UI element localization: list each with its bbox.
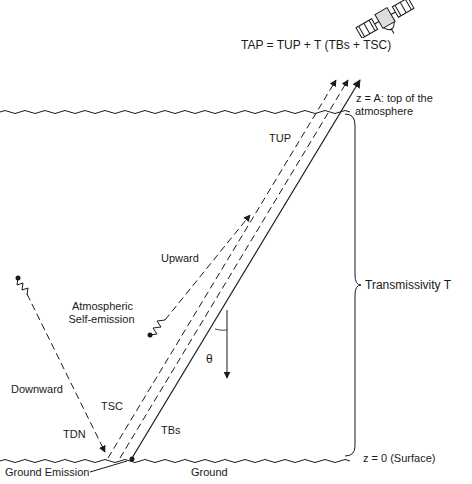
angle-arc xyxy=(215,329,227,330)
downward-zigzag xyxy=(17,278,28,295)
direction-label: Downward xyxy=(10,383,64,396)
quantity-label: TSC xyxy=(100,400,124,413)
quantity-label: TBs xyxy=(160,424,182,437)
ground-emission-beam-line xyxy=(132,80,360,458)
beam-line xyxy=(120,80,348,458)
upward-ray xyxy=(165,215,250,320)
vertical-reference xyxy=(227,310,228,378)
equation-label: TAP = TUP + T (TBs + TSC) xyxy=(240,38,392,52)
quantity-label: TUP xyxy=(268,132,292,145)
quantity-label: Transmissivity T xyxy=(364,278,452,292)
scattered-beam-line xyxy=(108,80,336,458)
process-label: Ground Emission xyxy=(4,466,90,479)
transmissivity-bracket xyxy=(345,114,361,456)
direction-label: Upward xyxy=(160,252,200,265)
angle-label: θ xyxy=(205,352,214,366)
boundary-label: z = 0 (Surface) xyxy=(362,452,436,465)
ground-surface-line xyxy=(0,460,350,463)
atmosphere-top-line xyxy=(0,111,350,114)
process-label: Atmospheric Self-emission xyxy=(62,300,142,326)
upward-zigzag xyxy=(150,320,165,335)
boundary-label: z = A: top of the atmosphere xyxy=(355,92,467,118)
quantity-label: TDN xyxy=(62,428,87,441)
ground-emission-dot xyxy=(130,457,135,462)
surface-label: Ground xyxy=(190,466,229,479)
leader-line xyxy=(90,461,127,472)
